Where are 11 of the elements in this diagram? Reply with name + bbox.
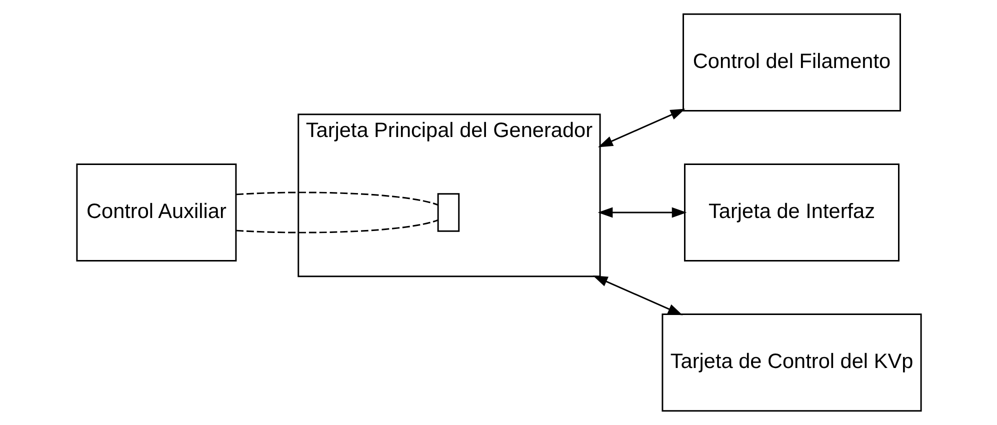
node-box: Control del Filamento xyxy=(682,13,900,112)
node-box: Tarjeta de Interfaz xyxy=(684,163,899,262)
cluster: Tarjeta Principal del Generador xyxy=(297,114,600,278)
arrow xyxy=(598,108,685,148)
node-box xyxy=(436,193,460,232)
arrow xyxy=(592,276,682,316)
connector xyxy=(236,219,438,234)
connector xyxy=(236,192,438,206)
node-box: Tarjeta de Control del KVp xyxy=(661,314,922,412)
arrow xyxy=(597,207,686,218)
node-box: Control Auxiliar xyxy=(76,163,236,262)
